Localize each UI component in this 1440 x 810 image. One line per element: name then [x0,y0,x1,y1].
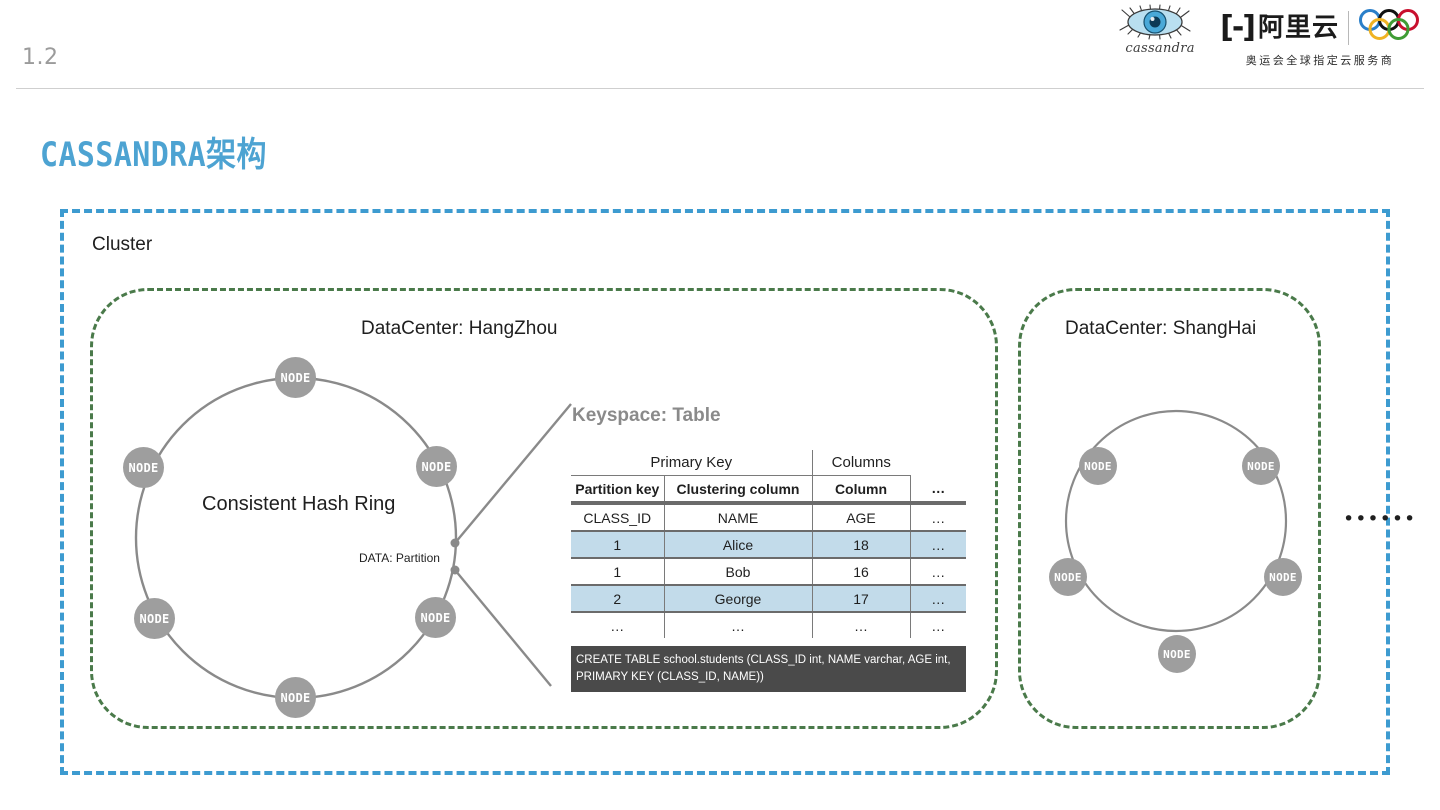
col-header-clustering-column: Clustering column [664,475,813,505]
keyspace-table: Primary Key Columns Partition key Cluste… [571,450,966,638]
node-label: NODE [420,610,451,625]
cell-clustering-column: … [664,612,813,638]
node-hangzhou-6[interactable]: NODE [123,447,164,488]
page-title: CASSANDRA架构 [40,135,267,175]
table-row: … … … … [571,612,966,638]
header-logos: cassandra [-] 阿里云 奥运会全球 [1114,4,1420,68]
group-header-columns: Columns [812,450,910,476]
cql-statement-block: CREATE TABLE school.students (CLASS_ID i… [571,646,966,693]
cell-clustering-column: NAME [664,503,813,532]
cell-column: 17 [812,585,911,613]
group-header-primary-key: Primary Key [571,450,813,476]
node-shanghai-5[interactable]: NODE [1049,558,1087,596]
cell-ellipsis: … [910,503,966,532]
cql-line-1: CREATE TABLE school.students (CLASS_ID i… [576,654,951,666]
aliyun-brand-mark: [-] 阿里云 [1220,9,1339,45]
node-label: NODE [1084,459,1112,473]
node-hangzhou-4[interactable]: NODE [275,677,316,718]
cell-column: 16 [812,558,911,586]
cell-clustering-column: Alice [664,531,813,559]
cassandra-wordmark: cassandra [1125,41,1195,56]
node-label: NODE [1269,570,1297,584]
cell-partition-key: 2 [571,585,665,613]
keyspace-title: Keyspace: Table [572,405,721,426]
cell-ellipsis: … [931,617,946,634]
node-shanghai-4[interactable]: NODE [1158,635,1196,673]
node-hangzhou-5[interactable]: NODE [134,598,175,639]
table-row: 2 George 17 … [571,585,966,613]
node-label: NODE [139,611,170,626]
cell-column: AGE [812,503,911,532]
cluster-label: Cluster [92,234,153,255]
data-partition-label: DATA: Partition [359,551,440,565]
datacenter-hangzhou-label: DataCenter: HangZhou [361,318,558,339]
datacenter-hangzhou-boundary [90,288,998,729]
node-hangzhou-1[interactable]: NODE [275,357,316,398]
table-column-header-row: Partition key Clustering column Column … [571,475,966,505]
group-header-blank [910,450,966,476]
cassandra-logo: cassandra [1114,4,1206,56]
node-shanghai-3[interactable]: NODE [1264,558,1302,596]
cell-partition-key: … [571,612,665,638]
cell-clustering-column: Bob [664,558,813,586]
node-label: NODE [1054,570,1082,584]
node-shanghai-1[interactable]: NODE [1079,447,1117,485]
table-row: 1 Bob 16 … [571,558,966,586]
datacenter-shanghai-label: DataCenter: ShangHai [1065,318,1257,339]
cell-partition-key: CLASS_ID [571,503,665,532]
cell-ellipsis: … [910,585,966,613]
cell-column: … [812,612,911,638]
cell-ellipsis: … [910,558,966,586]
cql-line-2: PRIMARY KEY (CLASS_ID, NAME)) [576,670,764,683]
node-hangzhou-2[interactable]: NODE [416,446,457,487]
hash-ring-center-label: Consistent Hash Ring [202,493,396,515]
node-label: NODE [1163,647,1191,661]
col-header-partition-key: Partition key [571,475,665,505]
aliyun-tagline: 奥运会全球指定云服务商 [1245,54,1395,67]
cell-partition-key: 1 [571,531,665,559]
node-hangzhou-3[interactable]: NODE [415,597,456,638]
col-header-column: Column [812,475,911,505]
col-header-ellipsis: … [910,475,966,505]
cell-ellipsis: … [910,531,966,559]
slide-number: 1.2 [22,45,59,70]
cell-clustering-column: George [664,585,813,613]
node-label: NODE [280,370,311,385]
aliyun-bracket-icon: [-] [1220,9,1256,45]
aliyun-brand-cn: 阿里云 [1257,12,1339,43]
node-shanghai-2[interactable]: NODE [1242,447,1280,485]
trailing-ellipsis: •••••• [1343,508,1417,530]
node-label: NODE [128,460,159,475]
cassandra-eye-icon [1116,4,1204,40]
logo-divider [1348,10,1349,45]
cluster-boundary [60,209,1390,775]
datacenter-shanghai-boundary [1018,288,1321,729]
node-label: NODE [421,459,452,474]
node-label: NODE [280,690,311,705]
cell-partition-key: 1 [571,558,665,586]
aliyun-logo: [-] 阿里云 奥运会全球指定云服务商 [1220,4,1420,68]
table-row: CLASS_ID NAME AGE … [571,503,966,532]
olympic-rings-icon [1358,8,1420,47]
table-group-header-row: Primary Key Columns [571,450,966,476]
cell-column: 18 [812,531,911,559]
table-row: 1 Alice 18 … [571,531,966,559]
node-label: NODE [1247,459,1275,473]
header-divider [16,88,1424,89]
